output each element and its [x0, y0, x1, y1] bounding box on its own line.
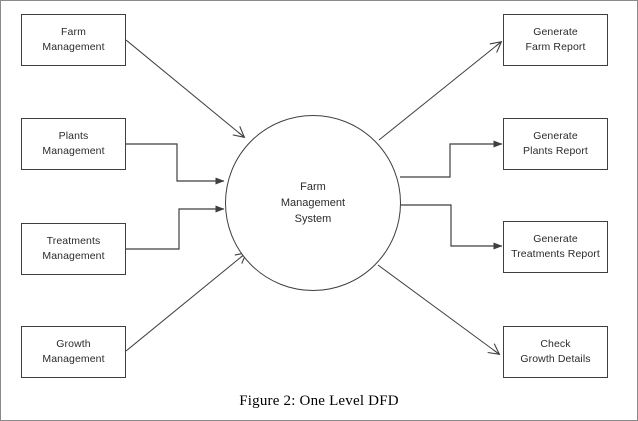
entity-generate-treatments-report-label: Generate Treatments Report: [511, 233, 600, 260]
entity-treatments-management[interactable]: Treatments Management: [21, 223, 126, 275]
entity-plants-management[interactable]: Plants Management: [21, 118, 126, 170]
flow-growth-management-to-process: [125, 253, 246, 352]
entity-generate-farm-report-label: Generate Farm Report: [525, 26, 586, 53]
entity-generate-farm-report[interactable]: Generate Farm Report: [503, 14, 608, 66]
flow-layer: [125, 39, 503, 354]
process-farm-management-system-label: Farm Management System: [280, 181, 346, 225]
entity-generate-treatments-report[interactable]: Generate Treatments Report: [503, 221, 608, 273]
entity-farm-management-label: Farm Management: [42, 26, 105, 53]
figure-caption: Figure 2: One Level DFD: [239, 393, 399, 409]
entity-treatments-management-label: Treatments Management: [42, 235, 105, 262]
flow-process-to-generate-farm-report: [378, 42, 501, 141]
process-farm-management-system[interactable]: Farm Management System: [225, 115, 401, 291]
entity-check-growth-details-label: Check Growth Details: [520, 338, 591, 365]
flow-plants-management-to-process: [126, 143, 225, 185]
entity-generate-plants-report[interactable]: Generate Plants Report: [503, 118, 608, 170]
entity-growth-management[interactable]: Growth Management: [21, 326, 126, 378]
entity-farm-management[interactable]: Farm Management: [21, 14, 126, 66]
flow-process-to-generate-plants-report: [400, 140, 503, 178]
entity-growth-management-label: Growth Management: [42, 338, 105, 365]
entity-generate-plants-report-label: Generate Plants Report: [523, 130, 588, 157]
entity-plants-management-label: Plants Management: [42, 130, 105, 157]
entity-check-growth-details[interactable]: Check Growth Details: [503, 326, 608, 378]
flow-treatments-management-to-process: [126, 205, 225, 250]
flow-process-to-generate-treatments-report: [400, 204, 503, 250]
flow-process-to-check-growth-details: [377, 264, 499, 354]
flow-farm-management-to-process: [125, 39, 244, 137]
